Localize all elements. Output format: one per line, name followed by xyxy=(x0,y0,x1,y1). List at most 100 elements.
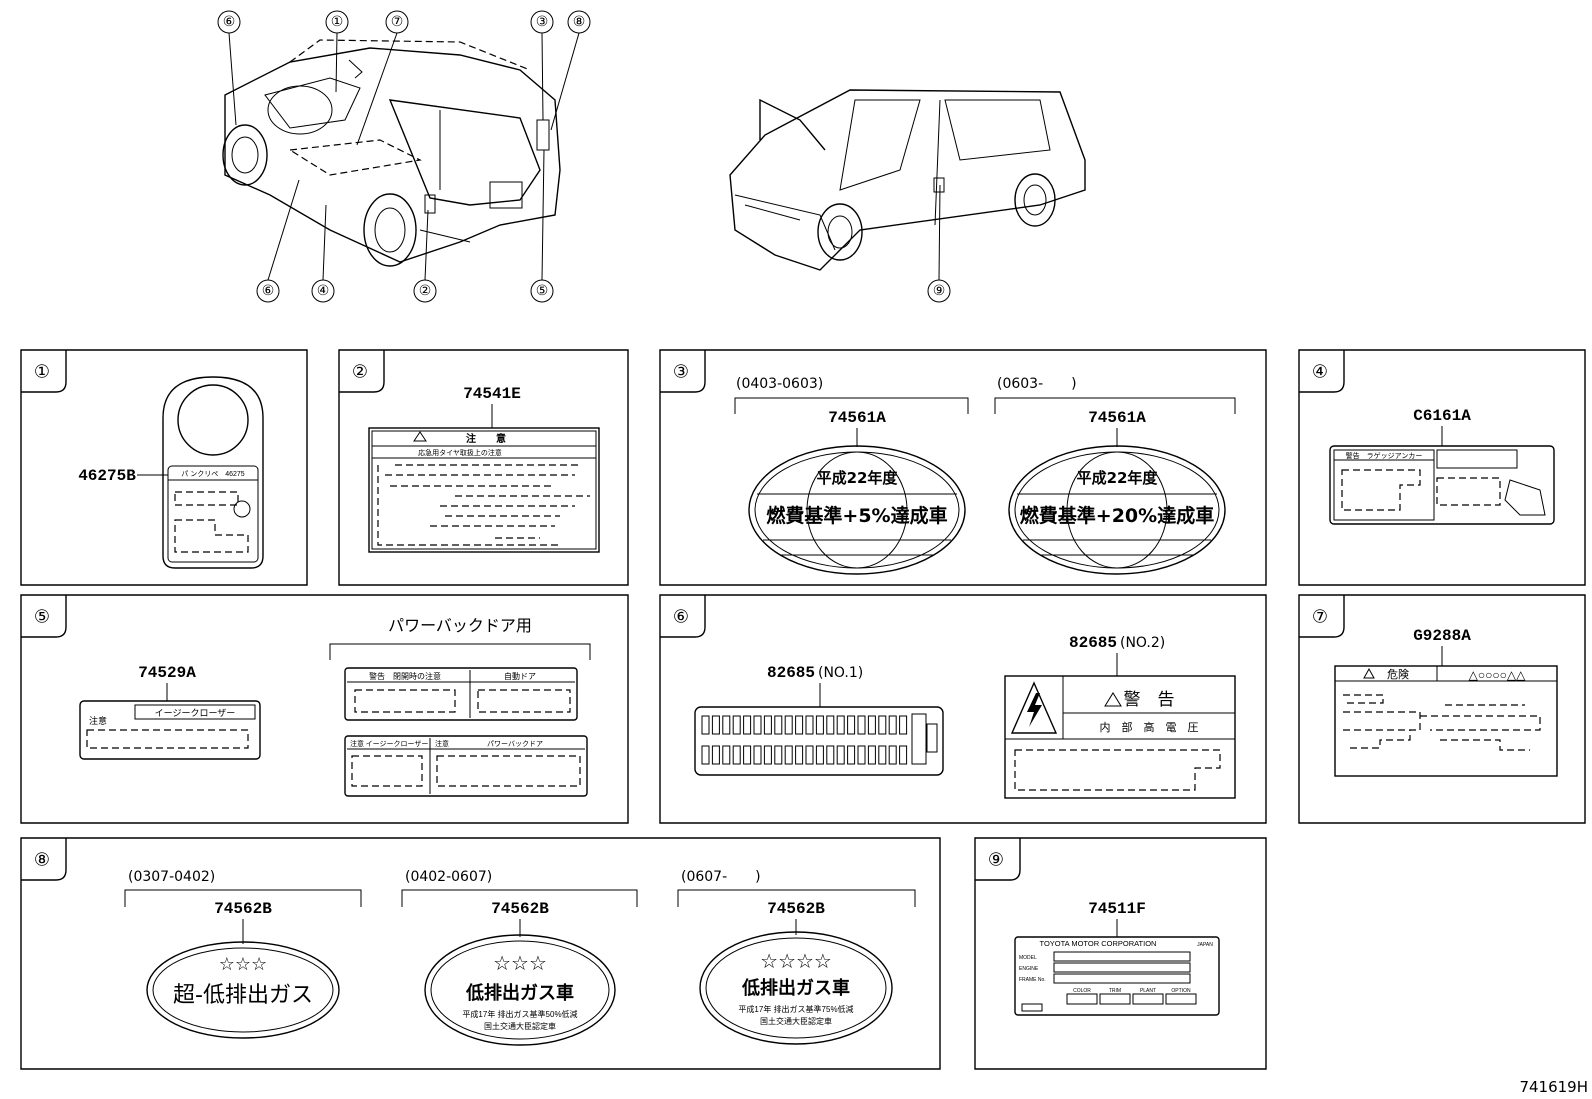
panel-4-label xyxy=(1329,445,1555,525)
overview-callout-2: ② xyxy=(419,283,432,299)
char-cell xyxy=(774,745,783,765)
panel-2-warning-title: 注 意 xyxy=(466,432,506,445)
part-suffix-no2: (NO.2) xyxy=(1120,635,1165,651)
id-plate-box-plant: PLANT xyxy=(1140,988,1156,994)
low-emission-emblem-c xyxy=(699,931,893,1045)
overview-callout-1: ① xyxy=(331,14,344,30)
pbd-bottom-warn-2: 注意 xyxy=(435,739,449,748)
panel-8-a-stars: ☆☆☆ xyxy=(219,954,267,975)
overview-callout-7: ⑦ xyxy=(391,14,404,30)
figure-id: 741619H xyxy=(1519,1078,1588,1096)
char-cell xyxy=(743,715,752,735)
part-number-74562B-a: 74562B xyxy=(214,900,272,918)
power-back-door-group-title: パワーバックドア用 xyxy=(388,616,532,635)
part-number-74561A-left: 74561A xyxy=(828,409,886,427)
char-cell xyxy=(847,715,856,735)
panel-frames xyxy=(20,349,1586,1070)
pbd-bottom-warn-1: 注意 xyxy=(350,739,364,748)
overview-callout-6-top: ⑥ xyxy=(223,14,236,30)
pbd-top-left-header: 警告 閉開時の注意 xyxy=(369,671,441,681)
pbd-bottom-easy-closer: イージークローザー xyxy=(366,740,429,748)
char-cell xyxy=(847,745,856,765)
part-number-46275B: 46275B xyxy=(78,467,136,485)
panel-3-right-period: (0603- ) xyxy=(997,376,1077,392)
id-plate-row-engine: ENGINE xyxy=(1019,966,1039,972)
char-cell xyxy=(774,715,783,735)
overview-callout-5: ⑤ xyxy=(536,283,549,299)
char-cell xyxy=(878,745,887,765)
char-cell xyxy=(899,715,908,735)
panel-1-callout: ① xyxy=(34,362,50,383)
part-suffix-no1: (NO.1) xyxy=(818,665,863,681)
panel-7-symbols: △○○○○△△ xyxy=(1469,668,1526,682)
overview-callout-9: ⑨ xyxy=(933,283,946,299)
char-cell xyxy=(867,715,876,735)
char-cell xyxy=(857,745,866,765)
van-rear-view-illustration xyxy=(222,39,561,267)
panel-8-a-period: (0307-0402) xyxy=(128,869,215,885)
low-emission-emblem-b xyxy=(424,934,616,1046)
char-cell xyxy=(732,745,741,765)
id-plate-box-trim: TRIM xyxy=(1109,988,1121,994)
warning-triangle-icon xyxy=(1104,692,1122,707)
char-cell xyxy=(836,715,845,735)
easy-closer-warn: 注意 xyxy=(89,715,107,726)
char-cell xyxy=(784,715,793,735)
panel-8-b-period: (0402-0607) xyxy=(405,869,492,885)
char-cell xyxy=(857,715,866,735)
pbd-bottom-power-back-door: パワーバックドア xyxy=(487,740,543,748)
part-number-74541E: 74541E xyxy=(463,385,521,403)
char-cell xyxy=(815,715,824,735)
char-cell xyxy=(722,715,731,735)
panel-8-c-sub2: 国土交通大臣認定車 xyxy=(760,1016,832,1026)
fuel-economy-emblem-right xyxy=(1008,445,1226,575)
panel-8-c-stars: ☆☆☆☆ xyxy=(760,949,832,973)
panel-8-c-sub1: 平成17年 排出ガス基準75%低減 xyxy=(738,1004,853,1014)
char-cell xyxy=(805,715,814,735)
char-cell xyxy=(711,715,720,735)
char-cell xyxy=(763,745,772,765)
low-emission-emblem-a xyxy=(146,941,340,1039)
id-plate-row-frame: FRAME No. xyxy=(1019,977,1046,983)
char-cell xyxy=(795,715,804,735)
id-plate-box-option: OPTION xyxy=(1171,988,1191,994)
overview-callout-circles xyxy=(217,10,951,303)
van-front-view-illustration xyxy=(729,89,1086,271)
panel-1-label xyxy=(162,376,264,569)
part-number-G9288A: G9288A xyxy=(1413,627,1471,645)
char-cell xyxy=(899,745,908,765)
fuel-economy-emblem-left xyxy=(748,445,966,575)
char-cell xyxy=(743,745,752,765)
char-cell xyxy=(826,745,835,765)
panel-8-b-sub2: 国土交通大臣認定車 xyxy=(484,1021,556,1031)
char-cell xyxy=(836,745,845,765)
overview-callout-6-bottom: ⑥ xyxy=(262,283,275,299)
id-plate-maker: TOYOTA MOTOR CORPORATION xyxy=(1040,939,1157,948)
power-back-door-label-bottom xyxy=(344,735,588,797)
char-cell xyxy=(722,745,731,765)
char-cell xyxy=(753,715,762,735)
char-cell xyxy=(763,715,772,735)
part-number-74561A-right: 74561A xyxy=(1088,409,1146,427)
panel-9-callout: ⑨ xyxy=(988,850,1004,871)
char-cell xyxy=(805,745,814,765)
id-plate-country: JAPAN xyxy=(1197,942,1213,948)
part-number-C6161A: C6161A xyxy=(1413,407,1471,425)
label-82685-no2-high-voltage xyxy=(1004,675,1236,799)
part-number-74562B-b: 74562B xyxy=(491,900,549,918)
char-cell xyxy=(701,745,710,765)
panel-3-left-period: (0403-0603) xyxy=(736,376,823,392)
panel-3-right-year: 平成22年度 xyxy=(1077,469,1159,487)
part-number-74562B-c: 74562B xyxy=(767,900,825,918)
char-cell xyxy=(711,745,720,765)
overview-callout-4: ④ xyxy=(317,283,330,299)
char-cell xyxy=(867,745,876,765)
panel-8-b-sub1: 平成17年 排出ガス基準50%低減 xyxy=(462,1009,577,1019)
part-number-82685-no1: 82685 xyxy=(767,664,815,682)
panel-2-label xyxy=(368,427,600,553)
panel-8-c-text: 低排出ガス車 xyxy=(741,977,850,999)
id-plate-box-color: COLOR xyxy=(1073,988,1091,994)
panel-7-callout: ⑦ xyxy=(1312,607,1328,628)
char-cell xyxy=(815,745,824,765)
